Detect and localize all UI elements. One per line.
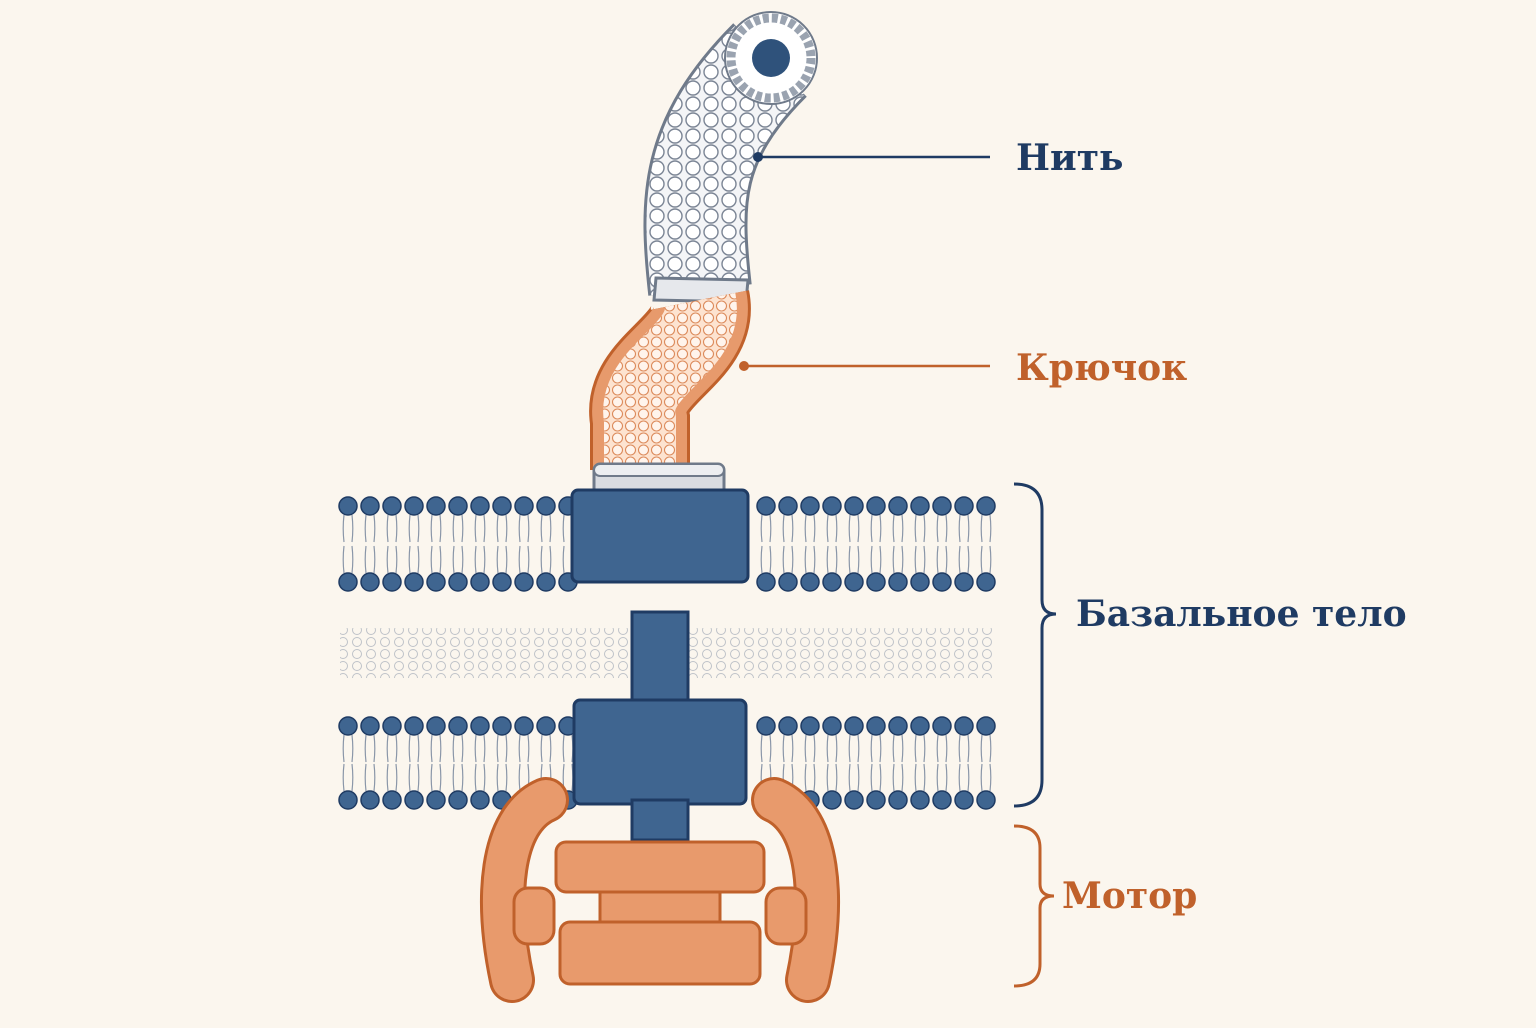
basal-body-bracket — [1013, 482, 1057, 808]
hook — [589, 290, 751, 470]
basal-body — [570, 488, 750, 842]
outer-membrane — [338, 496, 996, 592]
hook-label: Крючок — [1016, 347, 1188, 389]
leader-line-filament — [753, 152, 990, 162]
motor — [480, 777, 840, 1003]
inner-membrane — [338, 716, 996, 810]
motor-bracket — [1013, 824, 1055, 988]
basal-body-label: Базальное тело — [1076, 593, 1407, 635]
filament — [643, 11, 818, 296]
motor-label: Мотор — [1062, 875, 1198, 917]
filament-label: Нить — [1016, 137, 1124, 179]
leader-line-hook — [739, 361, 990, 371]
